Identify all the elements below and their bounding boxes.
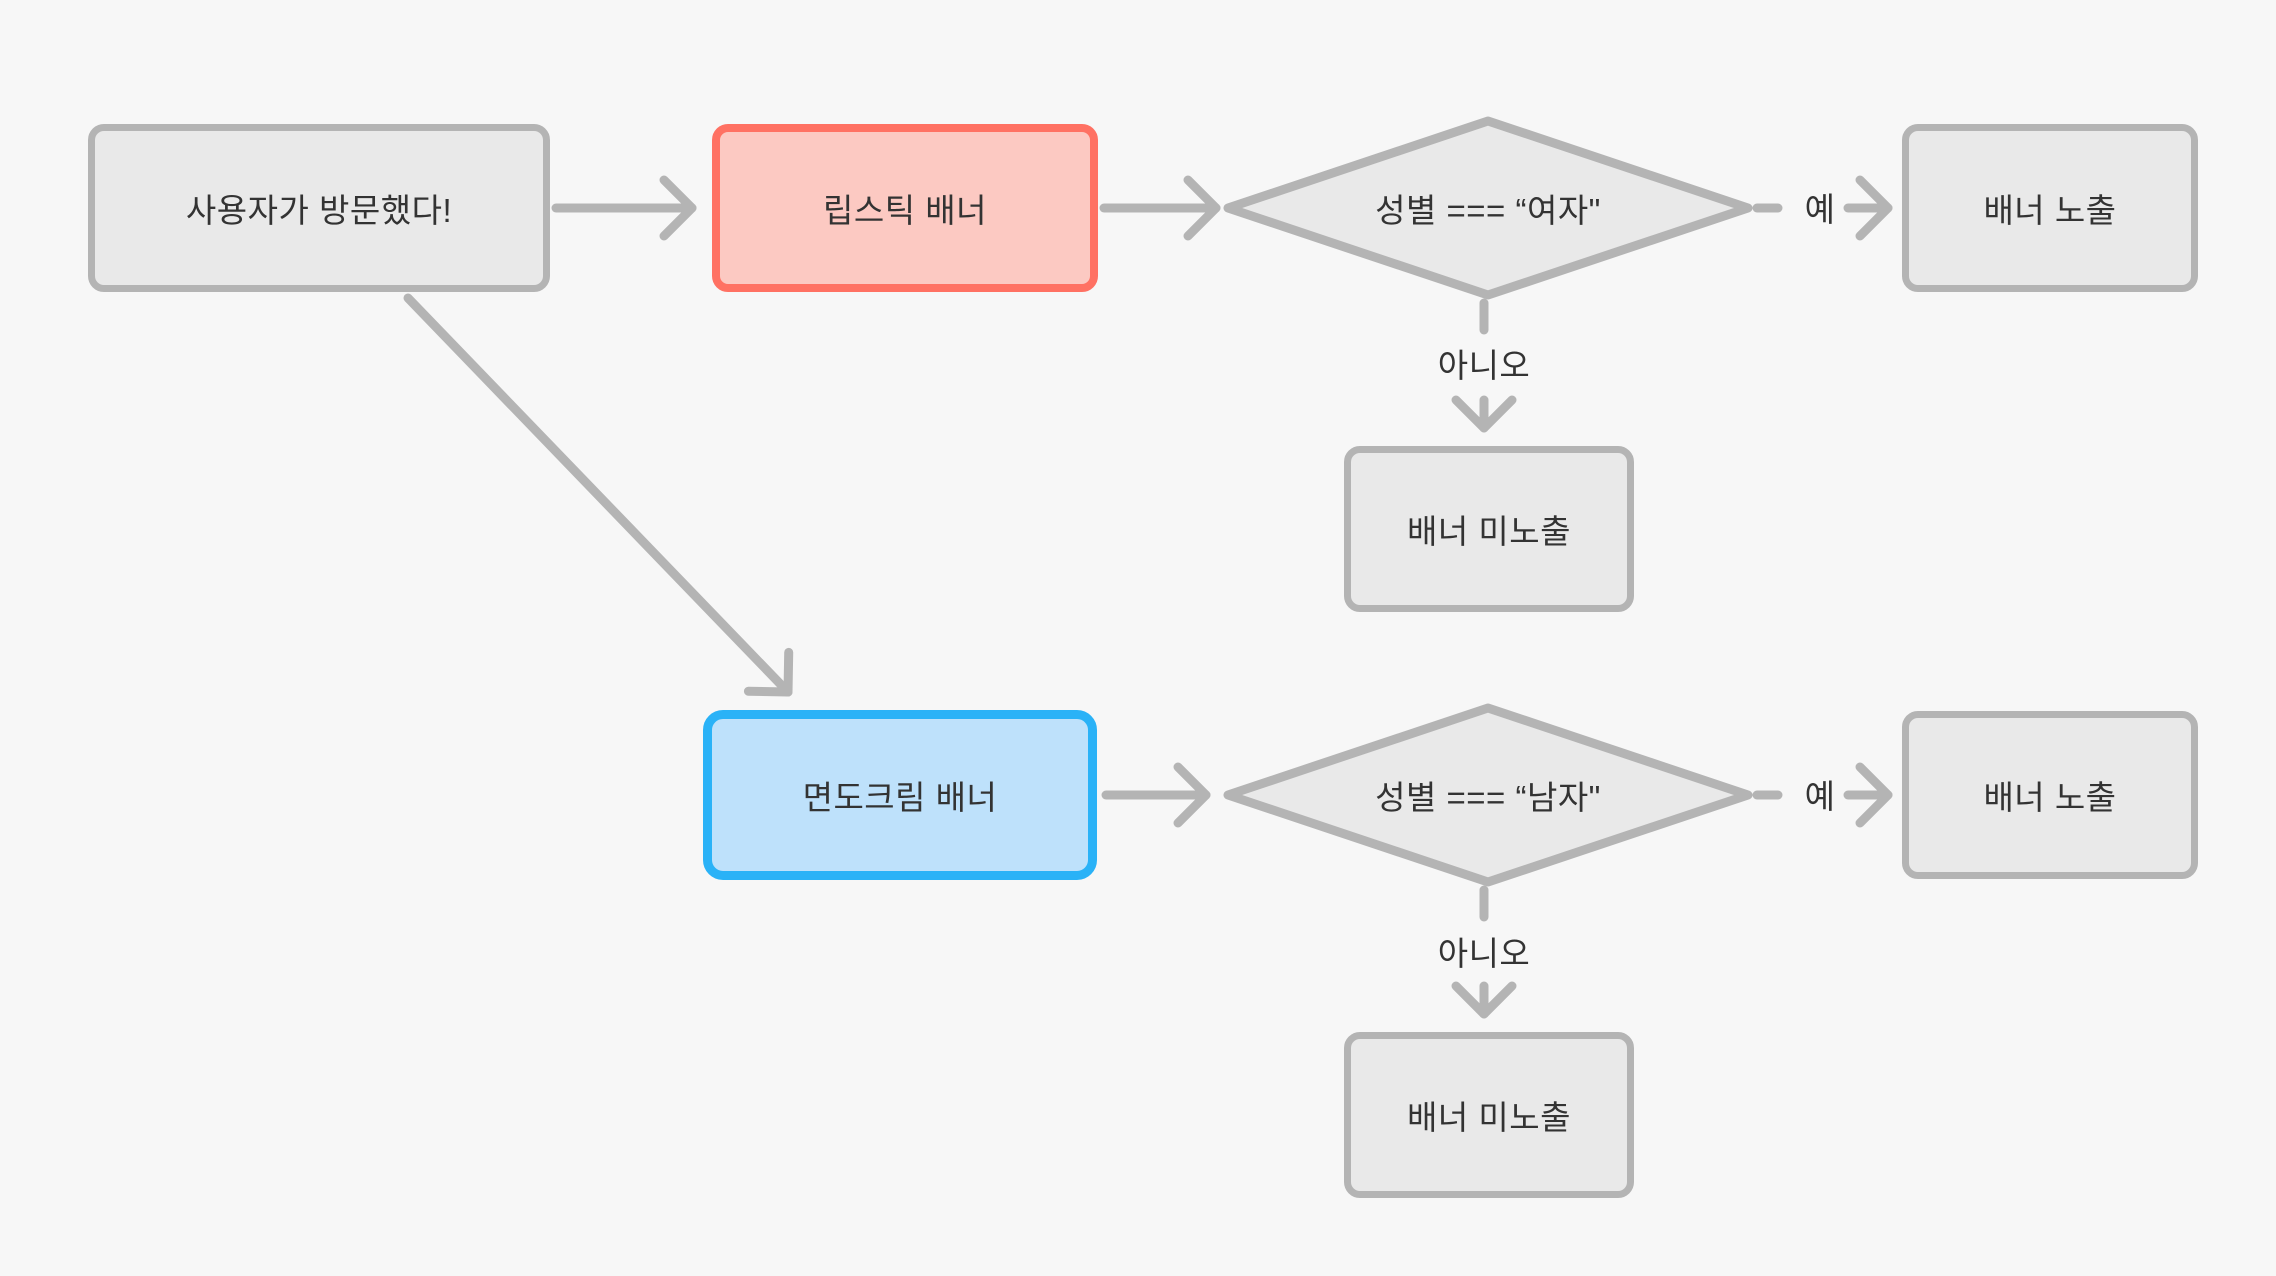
node-banner-hidden-male: 배너 미노출 xyxy=(1344,1032,1634,1198)
decision-male-diamond xyxy=(1223,703,1753,887)
node-user-visited: 사용자가 방문했다! xyxy=(88,124,550,292)
node-banner-hidden-female: 배너 미노출 xyxy=(1344,446,1634,612)
edge-label-yes-male: 예 xyxy=(1804,778,1836,815)
node-lipstick-banner: 립스틱 배너 xyxy=(712,124,1098,292)
node-banner-shown-male: 배너 노출 xyxy=(1902,711,2198,879)
edge-label-yes-female: 예 xyxy=(1804,191,1836,228)
edge-start-to-shaving xyxy=(403,293,794,697)
node-banner-shown-female: 배너 노출 xyxy=(1902,124,2198,292)
decision-female-label: 성별 === “여자" xyxy=(1375,192,1601,229)
edge-label-no-female: 아니오 xyxy=(1437,347,1531,384)
node-shaving-cream-banner: 면도크림 배너 xyxy=(703,710,1097,880)
decision-male-label: 성별 === “남자" xyxy=(1375,779,1601,816)
decision-female-diamond xyxy=(1223,116,1753,300)
edge-label-no-male: 아니오 xyxy=(1437,935,1531,972)
